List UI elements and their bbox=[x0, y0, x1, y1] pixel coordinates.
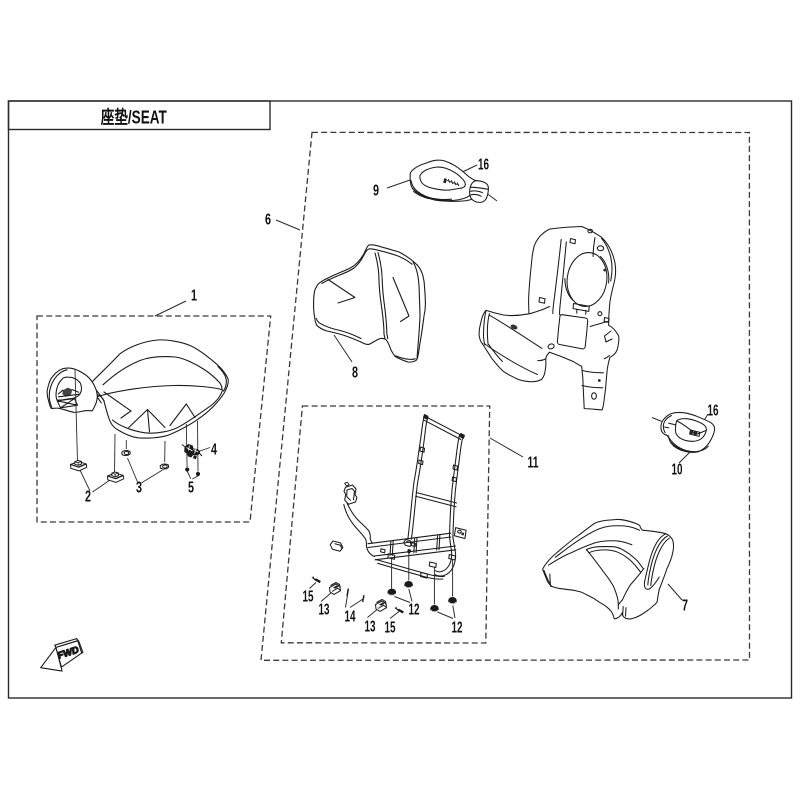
svg-text:8: 8 bbox=[352, 365, 358, 382]
svg-text:5: 5 bbox=[188, 480, 194, 497]
svg-text:10: 10 bbox=[672, 462, 683, 479]
svg-text:7: 7 bbox=[682, 598, 688, 615]
svg-text:座垫/SEAT: 座垫/SEAT bbox=[101, 106, 167, 127]
svg-text:14: 14 bbox=[345, 609, 356, 626]
svg-text:13: 13 bbox=[365, 619, 376, 636]
svg-text:13: 13 bbox=[319, 602, 330, 619]
svg-text:16: 16 bbox=[708, 403, 719, 420]
svg-text:11: 11 bbox=[528, 455, 539, 472]
svg-text:12: 12 bbox=[452, 620, 463, 637]
svg-text:4: 4 bbox=[211, 442, 217, 459]
svg-text:15: 15 bbox=[303, 589, 314, 606]
svg-text:15: 15 bbox=[385, 620, 396, 637]
svg-text:16: 16 bbox=[478, 157, 489, 174]
svg-text:6: 6 bbox=[265, 212, 271, 229]
svg-text:12: 12 bbox=[409, 602, 420, 619]
svg-text:1: 1 bbox=[191, 288, 197, 305]
svg-text:3: 3 bbox=[136, 480, 142, 497]
svg-text:9: 9 bbox=[373, 183, 379, 200]
svg-text:2: 2 bbox=[85, 489, 91, 506]
